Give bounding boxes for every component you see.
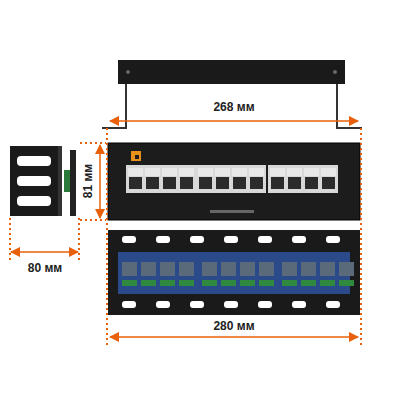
rear-circuit bbox=[122, 236, 354, 308]
idc-terminal bbox=[240, 280, 255, 286]
rj45-ports bbox=[126, 165, 338, 193]
side-view bbox=[10, 146, 76, 216]
port-label bbox=[145, 168, 160, 176]
rear-jack bbox=[221, 262, 236, 276]
port-jack bbox=[271, 177, 284, 189]
port-label bbox=[304, 168, 319, 176]
port-jack bbox=[216, 177, 229, 189]
mount-hole bbox=[156, 236, 170, 243]
port-jack bbox=[305, 177, 318, 189]
mount-hole bbox=[190, 236, 204, 243]
mount-hole bbox=[190, 301, 204, 308]
rear-jack bbox=[202, 262, 217, 276]
rear-jack bbox=[122, 262, 137, 276]
wall-bracket bbox=[102, 60, 362, 128]
dimension-label: 268 мм bbox=[210, 100, 257, 114]
idc-terminal bbox=[141, 280, 156, 286]
idc-terminal bbox=[179, 280, 194, 286]
idc-terminal bbox=[160, 280, 175, 286]
rear-jack bbox=[301, 262, 316, 276]
port-jack bbox=[322, 177, 335, 189]
port-label bbox=[321, 168, 336, 176]
rear-jack bbox=[160, 262, 175, 276]
mount-hole bbox=[224, 236, 238, 243]
rear-jack bbox=[179, 262, 194, 276]
idc-terminal bbox=[202, 280, 217, 286]
mount-hole bbox=[258, 236, 272, 243]
mount-hole bbox=[326, 236, 340, 243]
mount-hole bbox=[122, 301, 136, 308]
port-jack bbox=[146, 177, 159, 189]
mount-hole bbox=[224, 301, 238, 308]
port-label bbox=[128, 168, 143, 176]
mount-hole bbox=[292, 236, 306, 243]
port-label bbox=[162, 168, 177, 176]
idc-terminal bbox=[221, 280, 236, 286]
port-jack bbox=[250, 177, 263, 189]
front-panel bbox=[108, 143, 360, 220]
idc-terminal bbox=[339, 280, 354, 286]
port-jack bbox=[199, 177, 212, 189]
port-jack bbox=[288, 177, 301, 189]
port-jack bbox=[180, 177, 193, 189]
idc-terminal bbox=[282, 280, 297, 286]
dimension-lines bbox=[10, 121, 361, 345]
idc-terminal bbox=[259, 280, 274, 286]
port-label bbox=[270, 168, 285, 176]
rear-panel bbox=[108, 230, 360, 315]
port-block bbox=[196, 165, 266, 193]
port-jack bbox=[163, 177, 176, 189]
port-jack bbox=[233, 177, 246, 189]
dimension-label: 81 мм bbox=[81, 161, 95, 201]
dimension-label: 80 мм bbox=[25, 261, 65, 275]
port-block bbox=[126, 165, 196, 193]
idc-terminal bbox=[320, 280, 335, 286]
port-block bbox=[268, 165, 338, 193]
dimension-label: 280 мм bbox=[210, 319, 257, 333]
mount-hole bbox=[258, 301, 272, 308]
rear-jack bbox=[282, 262, 297, 276]
port-label bbox=[198, 168, 213, 176]
idc-terminal bbox=[122, 280, 137, 286]
port-label bbox=[232, 168, 247, 176]
mount-hole bbox=[156, 301, 170, 308]
port-label bbox=[249, 168, 264, 176]
mount-hole bbox=[326, 301, 340, 308]
mount-hole bbox=[292, 301, 306, 308]
port-label bbox=[179, 168, 194, 176]
port-jack bbox=[129, 177, 142, 189]
port-label bbox=[215, 168, 230, 176]
rear-jack bbox=[320, 262, 335, 276]
rear-jack bbox=[240, 262, 255, 276]
idc-terminal bbox=[301, 280, 316, 286]
rear-jack bbox=[259, 262, 274, 276]
mount-hole bbox=[122, 236, 136, 243]
rear-jack bbox=[339, 262, 354, 276]
port-label bbox=[287, 168, 302, 176]
rear-jack bbox=[141, 262, 156, 276]
